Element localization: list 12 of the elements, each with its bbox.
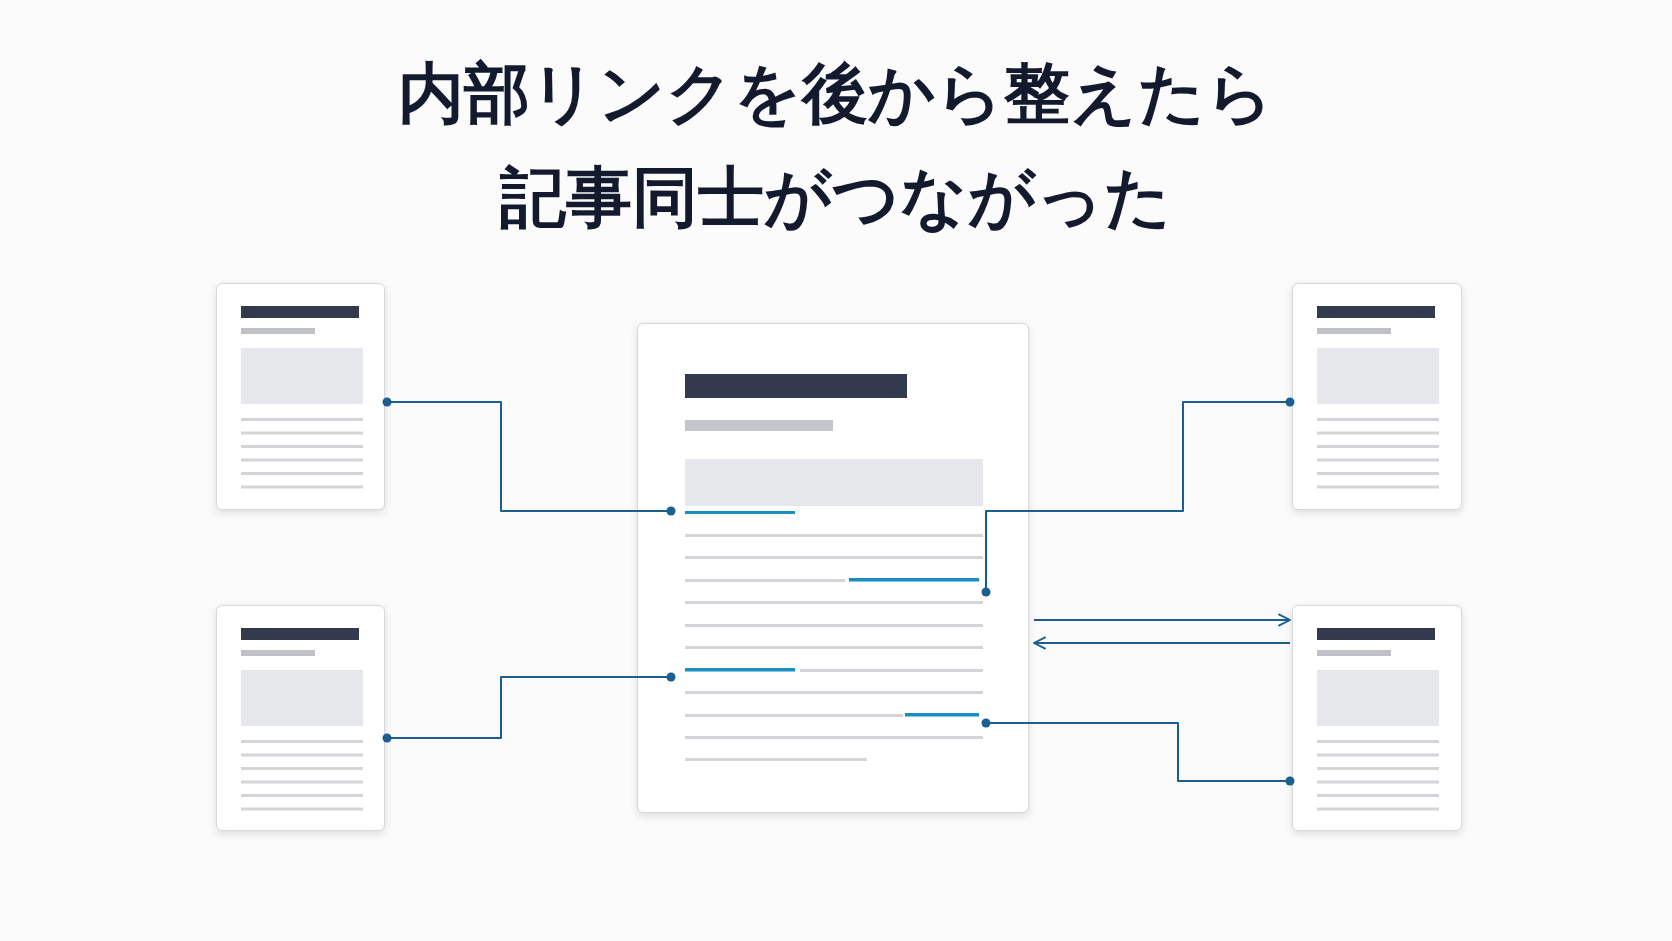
article-card <box>216 283 385 510</box>
link-connector <box>382 397 676 516</box>
article-card <box>216 605 385 831</box>
arrow <box>1033 636 1291 650</box>
title: 内部リンクを後から整えたら記事同士がつながった <box>397 54 1275 238</box>
article-card <box>1292 605 1462 831</box>
link-connector <box>981 718 1295 786</box>
article-card <box>637 323 1029 813</box>
arrow <box>1033 613 1291 627</box>
link-connector <box>382 672 676 743</box>
link-connector <box>981 397 1295 597</box>
article-card <box>1292 283 1462 510</box>
